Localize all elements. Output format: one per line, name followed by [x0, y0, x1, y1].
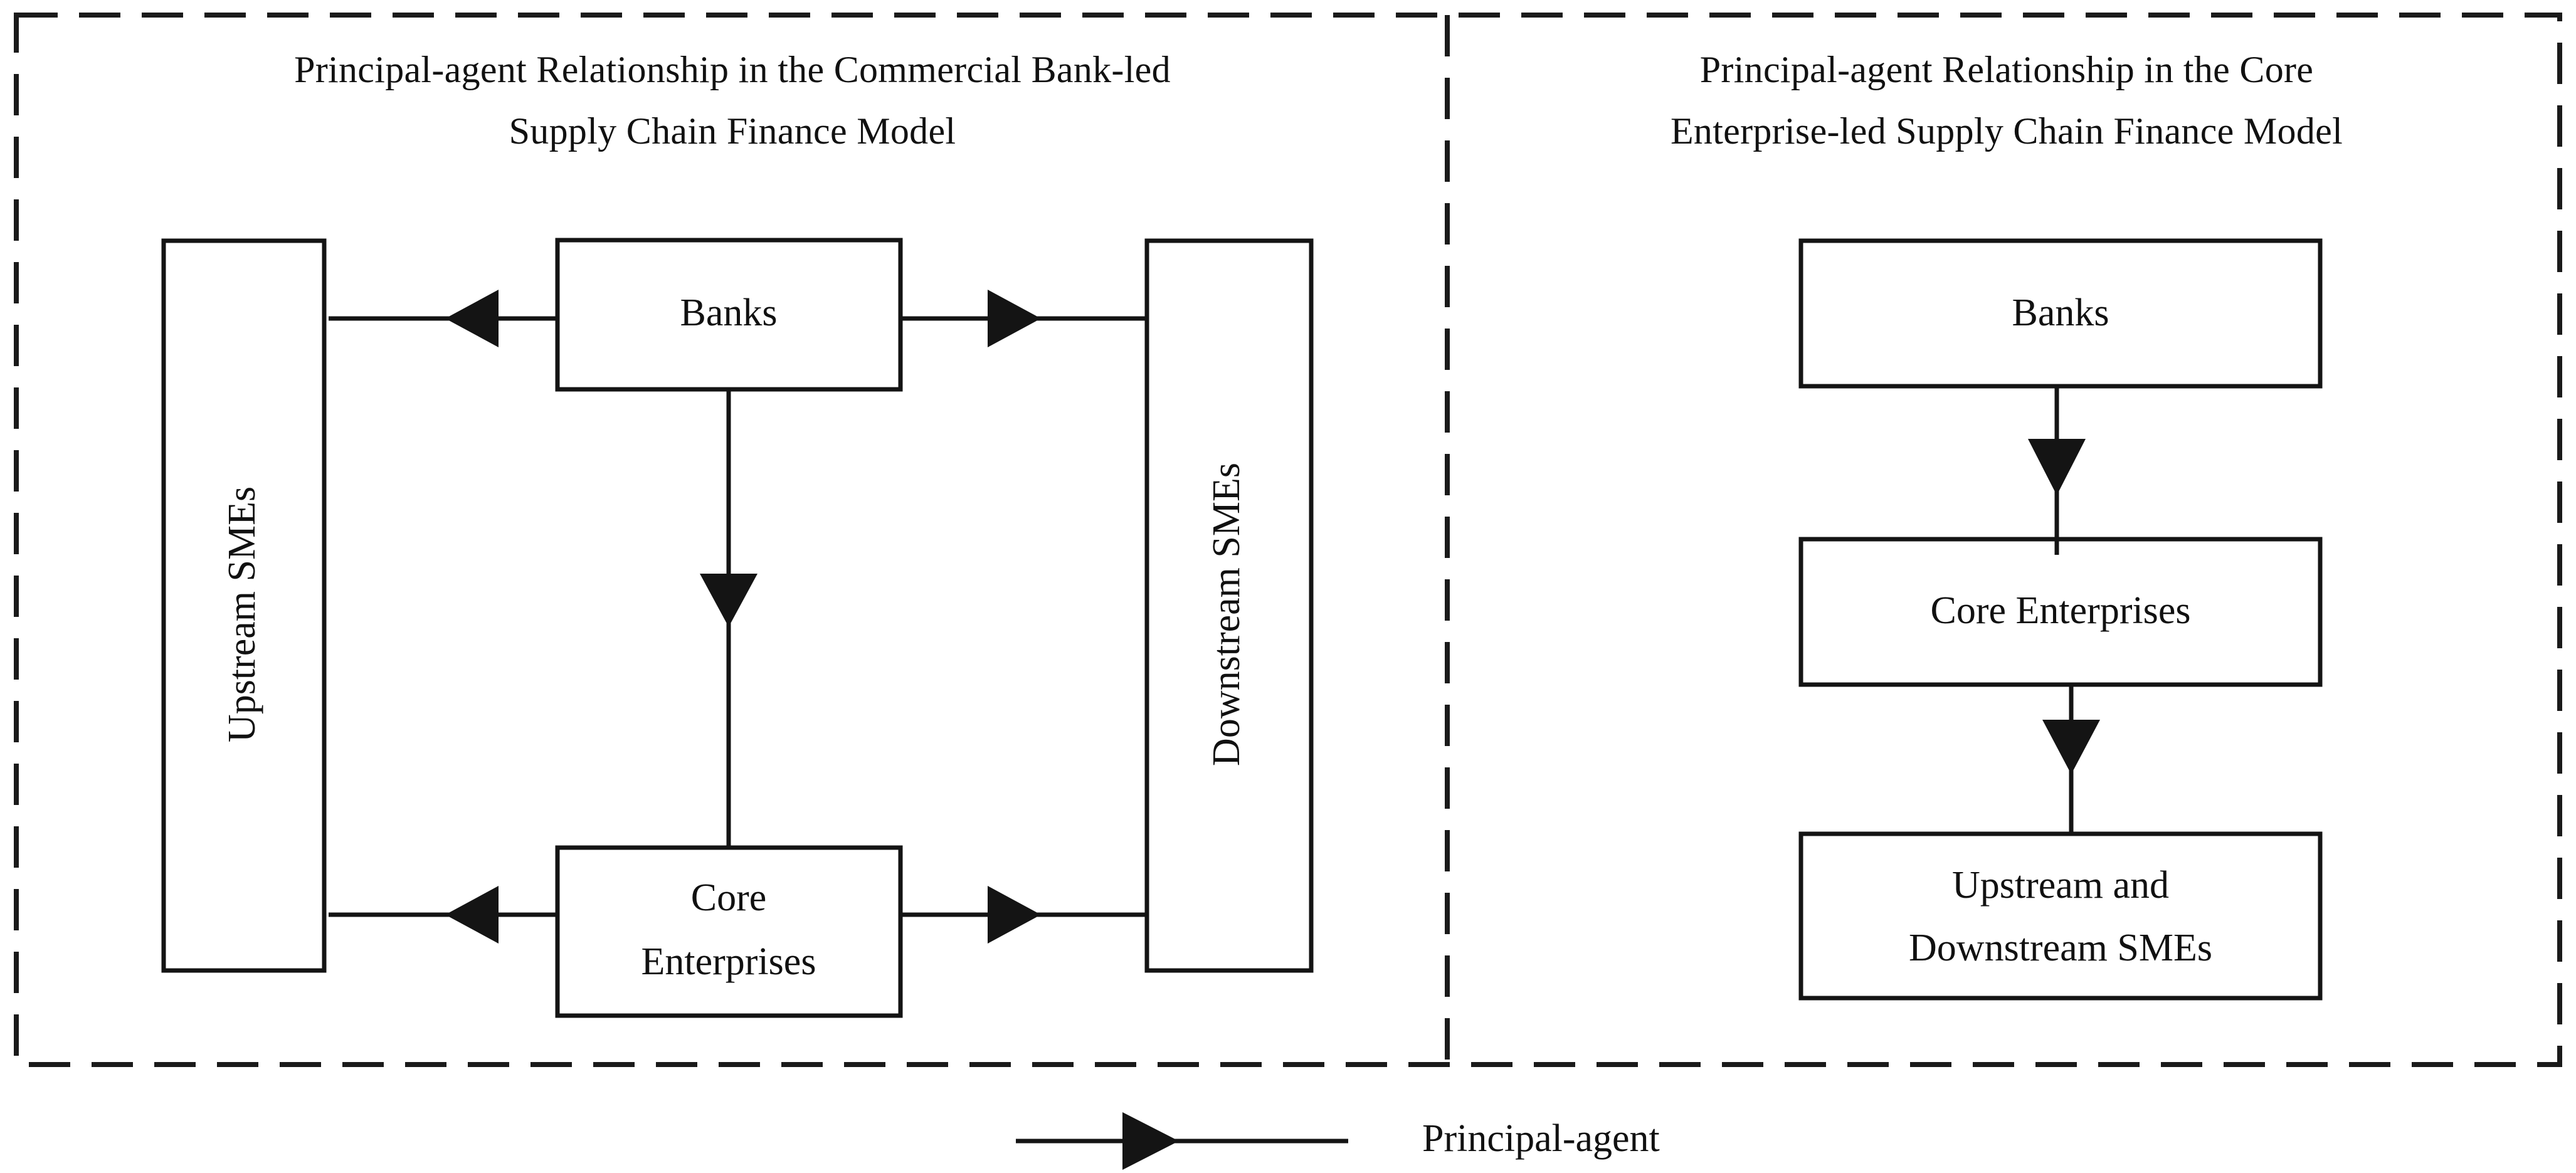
node-core-enterprises[interactable] [1798, 537, 2323, 687]
node-upstream-downstream-smes-label-line2: Downstream SMEs [1909, 927, 2212, 969]
edge-banks-to-upstream-arrowhead [445, 290, 499, 347]
panel-title-line1: Principal-agent Relationship in the Comm… [294, 49, 1171, 90]
panel-core-enterprise-led: Principal-agent Relationship in the Core… [1671, 49, 2343, 1001]
node-core-enterprises-label-line2: Enterprises [641, 940, 816, 983]
panel-title-line1: Principal-agent Relationship in the Core [1700, 49, 2313, 90]
node-upstream-smes-label: Upstream SMEs [221, 487, 263, 742]
node-banks-label: Banks [680, 292, 778, 334]
node-core-enterprises-label-line1: Core [691, 876, 767, 919]
node-banks-label: Banks [2012, 292, 2109, 334]
dashed-outer-frame [14, 13, 2562, 1067]
edge-banks-to-core-arrowhead [700, 574, 757, 627]
node-core-enterprises-label: Core Enterprises [1931, 589, 2191, 632]
node-banks[interactable] [1798, 238, 2323, 389]
legend-label: Principal-agent [1422, 1117, 1660, 1160]
edge-banks-to-downstream-arrowhead [988, 290, 1041, 347]
legend-arrow-icon [1122, 1112, 1179, 1170]
edge-core-to-downstream-arrowhead [988, 886, 1041, 944]
legend: Principal-agent [1016, 1112, 1660, 1170]
node-downstream-smes[interactable] [1144, 238, 1314, 973]
node-upstream-downstream-smes-label-line1: Upstream and [1952, 864, 2169, 907]
node-banks[interactable] [555, 238, 903, 392]
panel-title-line2: Enterprise-led Supply Chain Finance Mode… [1671, 110, 2343, 152]
panel-commercial-bank-led: Principal-agent Relationship in the Comm… [161, 49, 1314, 1018]
edge-core-to-upstream-arrowhead [445, 886, 499, 944]
node-upstream-smes[interactable] [161, 238, 327, 973]
panel-title-line2: Supply Chain Finance Model [509, 110, 956, 152]
node-upstream-downstream-smes[interactable] [1798, 831, 2323, 1001]
node-downstream-smes-label: Downstream SMEs [1205, 463, 1248, 766]
edge-banks-to-core-arrowhead [2028, 439, 2086, 495]
node-core-enterprises[interactable] [555, 845, 903, 1018]
edge-core-to-smes-arrowhead [2042, 720, 2100, 774]
